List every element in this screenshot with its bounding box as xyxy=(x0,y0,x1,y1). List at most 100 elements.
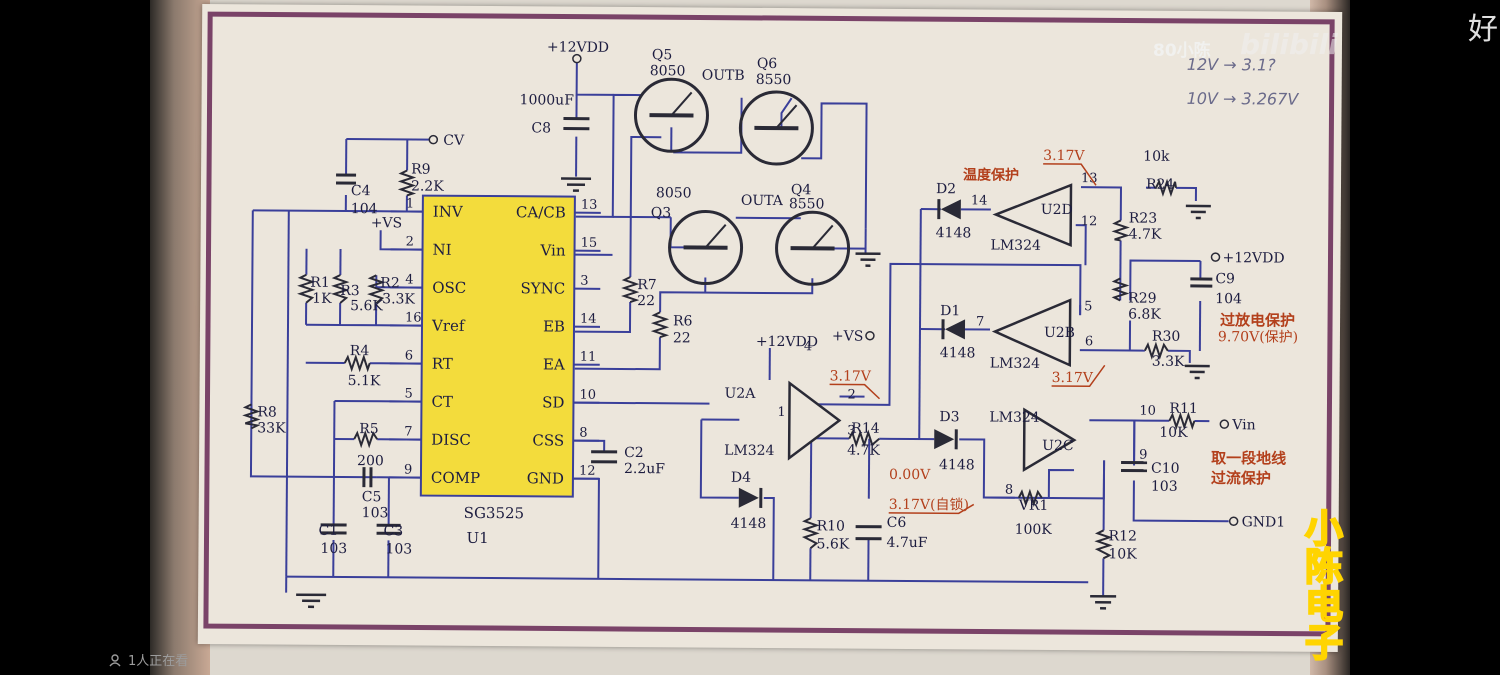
label-c9-ref: C9 xyxy=(1215,271,1235,287)
opamp-pin-u2c_8: 8 xyxy=(1005,483,1013,498)
diode-d4 xyxy=(738,487,763,508)
label-q6-value: 8550 xyxy=(756,72,792,88)
opamp-pin-u2a_3: 3 xyxy=(847,424,855,439)
label-c2-value: 2.2uF xyxy=(624,461,665,477)
label-r11-value: 10K xyxy=(1159,425,1188,441)
label-gnd1: GND1 xyxy=(1242,514,1286,530)
label-r3-ref: R3 xyxy=(340,283,360,299)
label-c3-ref: C3 xyxy=(384,523,404,539)
label-c8-value: C8 xyxy=(531,120,551,136)
label-r10-ref: R10 xyxy=(817,518,845,534)
label-r10-value: 5.6K xyxy=(816,536,849,552)
label-cv: CV xyxy=(443,133,465,149)
opamp-u2b xyxy=(991,298,1072,368)
ic-pin-label: COMP xyxy=(431,469,480,487)
label-r24-ref: 10k xyxy=(1143,149,1170,165)
viewer-count-text: 1人正在看 xyxy=(128,654,189,669)
watermark-char-3: 电 xyxy=(1304,583,1344,627)
annot-317-top: 3.17V xyxy=(1043,148,1085,164)
ic-pin-label: DISC xyxy=(431,431,471,449)
annot-overcurrent-2: 过流保护 xyxy=(1211,469,1271,487)
label-outa: OUTA xyxy=(741,193,784,209)
label-u2b-ref: U2B xyxy=(1044,325,1075,341)
label-r5-ref: R5 xyxy=(359,421,379,437)
paper-border xyxy=(203,11,1335,637)
label-q3-ref: 8050 xyxy=(656,185,692,201)
ic-pin-label: SYNC xyxy=(520,279,565,297)
label-q4-value: 8550 xyxy=(789,196,825,212)
label-r24-value: R24 xyxy=(1146,177,1175,193)
label-r12-value: 10K xyxy=(1108,546,1137,562)
label-q5-value: 8050 xyxy=(650,63,686,79)
opamp-pin-u2b_7: 7 xyxy=(976,314,984,329)
annot-overcurrent-1: 取一段地线 xyxy=(1211,449,1286,468)
opamp-pin-u2c_9: 9 xyxy=(1139,448,1147,463)
ic-pin-num: 4 xyxy=(405,272,413,287)
label-r4-ref: R4 xyxy=(350,343,370,359)
label-r9-value: 2.2K xyxy=(411,178,444,194)
label-d4-ref: D4 xyxy=(731,470,751,486)
ic-pin-num: 13 xyxy=(581,198,598,213)
label-d1-ref: D1 xyxy=(940,303,960,319)
transistor-q4 xyxy=(775,210,851,286)
label-u2c-ref: LM324 xyxy=(989,410,1040,426)
label-q5-ref: Q5 xyxy=(652,47,673,63)
label-r6-ref: R6 xyxy=(673,313,693,329)
ic-pin-num: 6 xyxy=(405,348,413,363)
label-r30-ref: R30 xyxy=(1152,329,1180,345)
label-vr1-ref: VR1 xyxy=(1018,498,1049,514)
ic-pin-label: RT xyxy=(432,355,453,373)
label-d2-value: 4148 xyxy=(936,225,972,241)
transistor-q5 xyxy=(633,77,709,153)
ic-pin-label: NI xyxy=(432,241,451,259)
ic-ref: U1 xyxy=(466,529,488,547)
ic-pin-label: CT xyxy=(431,393,453,411)
handwritten-note-2: 10V → 3.267V xyxy=(1186,88,1299,109)
label-c4-ref: C4 xyxy=(351,183,371,199)
schematic-diagram: 1INV2NI4OSC16Vref6RT5CT7DISC9COMP13CA/CB… xyxy=(203,11,1335,637)
label-q4-ref: Q4 xyxy=(791,182,812,198)
label-vin: Vin xyxy=(1231,417,1255,433)
label-c3-value: 103 xyxy=(385,541,412,557)
label-r23-value: 4.7K xyxy=(1129,227,1162,243)
ic-pin-label: Vin xyxy=(539,241,565,259)
label-r12-ref: R12 xyxy=(1108,528,1136,544)
diode-d3 xyxy=(934,429,958,450)
diode-d2 xyxy=(937,199,961,220)
annot-overdischarge-title: 过放电保护 xyxy=(1220,311,1295,330)
label-u2a-value: LM324 xyxy=(724,443,775,459)
label-c2-ref: C2 xyxy=(624,445,644,461)
corner-char[interactable]: 好 xyxy=(1468,12,1498,47)
label-u2b-value: LM324 xyxy=(990,356,1041,372)
ic-pin-num: 10 xyxy=(579,388,596,403)
ic-pin-num: 16 xyxy=(405,310,422,325)
annot-overdischarge-value: 9.70V(保护) xyxy=(1218,329,1298,346)
ic-pin-label: CA/CB xyxy=(516,203,566,221)
label-r30-value: 3.3K xyxy=(1152,354,1185,370)
label-r6-value: 22 xyxy=(673,330,691,346)
watermark-char-2: 陈 xyxy=(1304,545,1344,589)
label-r8-value: 33K xyxy=(257,420,286,436)
opamp-pin-u2a_1: 1 xyxy=(777,405,785,420)
label-r1-value: 1K xyxy=(312,291,332,307)
annot-000: 0.00V xyxy=(889,467,931,483)
opamp-pin-u2b_5: 5 xyxy=(1084,299,1092,314)
ic-pin-num: 12 xyxy=(579,464,596,479)
resistors xyxy=(242,169,1196,560)
label-r4-value: 5.1K xyxy=(348,373,381,389)
label-u2d-ref: U2D xyxy=(1041,202,1073,218)
label-c4-value: 104 xyxy=(351,201,378,217)
ic-pin-label: EA xyxy=(543,355,565,373)
label-vr1-value: 100K xyxy=(1015,522,1053,538)
label-c1-value: 103 xyxy=(320,541,347,557)
annot-temp-protect: 温度保护 xyxy=(963,166,1019,183)
ic-pin-num: 5 xyxy=(404,386,412,401)
label-c9-value: 104 xyxy=(1215,291,1242,307)
ic-pin-label: EB xyxy=(543,317,565,335)
label-c10-value: 103 xyxy=(1151,479,1178,495)
ic-pin-num: 15 xyxy=(581,236,598,251)
label-c10-ref: C10 xyxy=(1151,461,1180,477)
ic-pin-num: 9 xyxy=(404,462,412,477)
